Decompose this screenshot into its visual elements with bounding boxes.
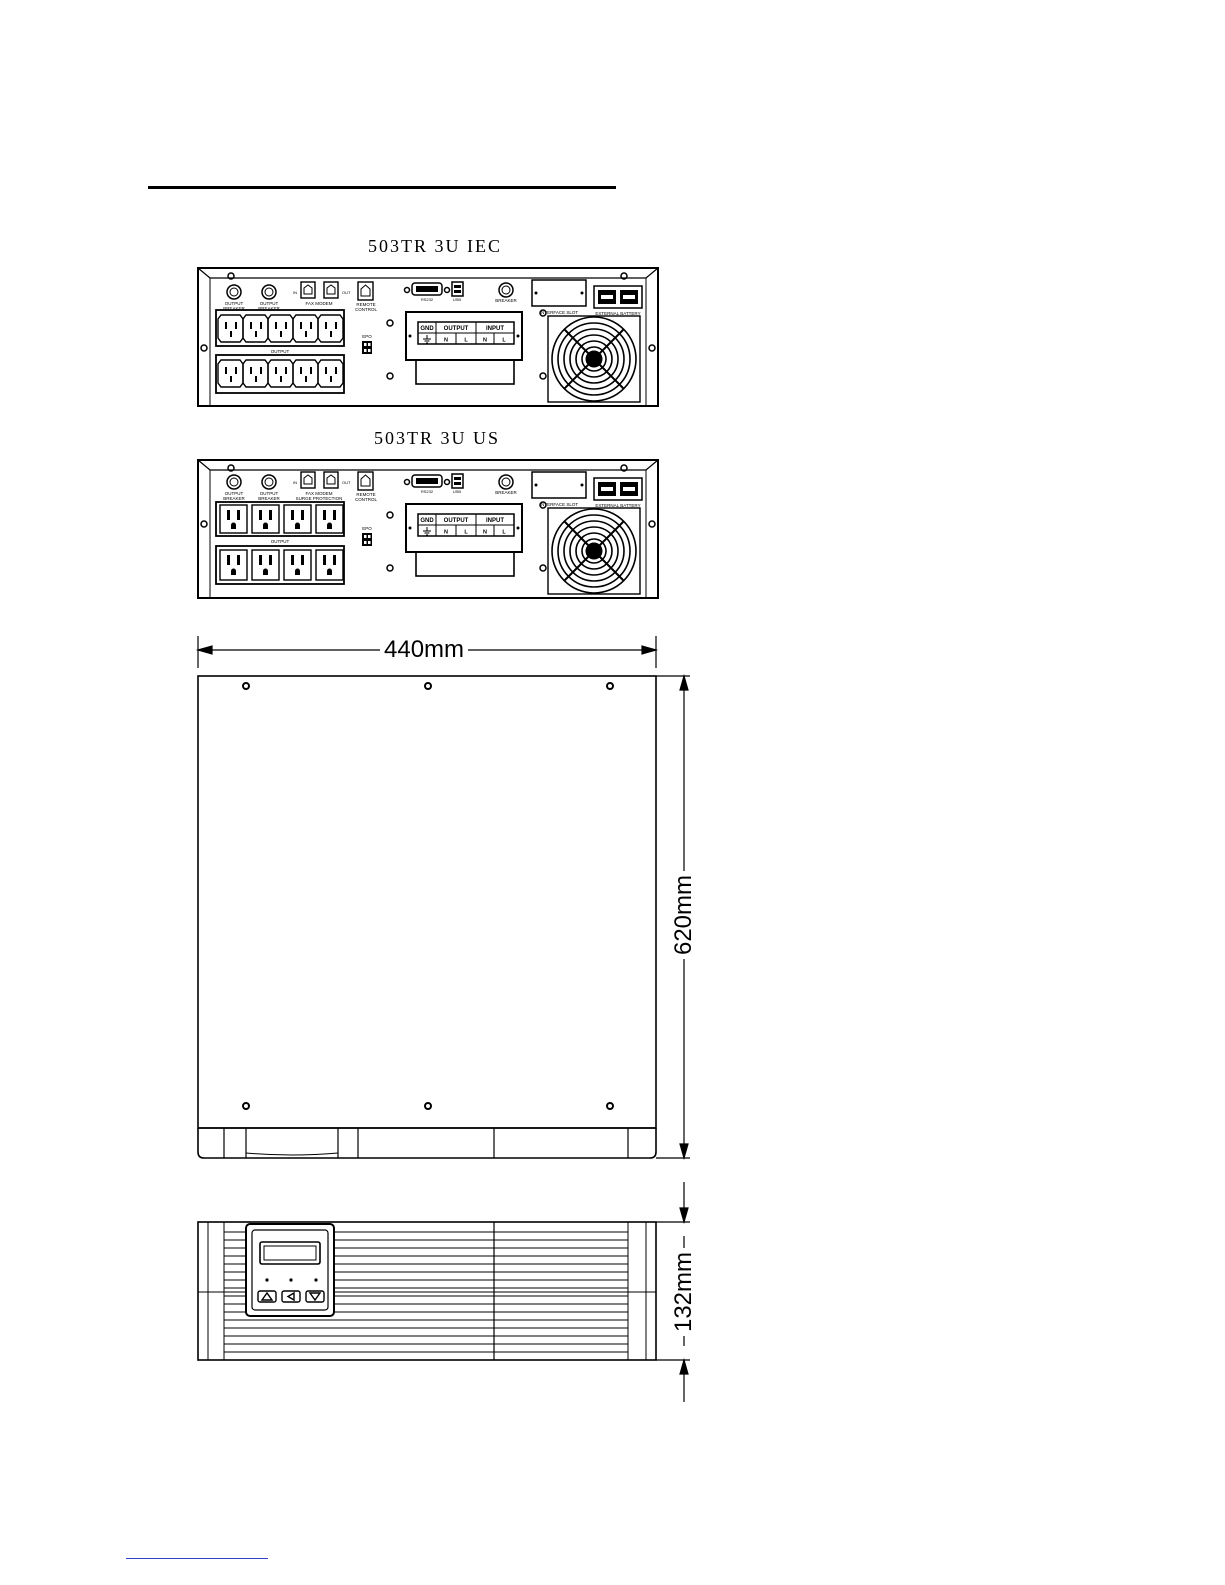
main-breaker-icon xyxy=(498,282,514,298)
svg-text:BREAKER: BREAKER xyxy=(258,306,280,311)
svg-text:L: L xyxy=(502,530,506,536)
remote-control-port-icon xyxy=(357,471,374,491)
svg-text:N: N xyxy=(444,530,448,536)
fax-out-port-icon xyxy=(323,281,339,299)
iec-panel-caption: 503TR 3U IEC xyxy=(368,236,502,256)
label-remote: REMOTE xyxy=(356,302,375,307)
label-output: OUTPUT xyxy=(271,539,290,544)
svg-text:L: L xyxy=(464,530,468,536)
svg-text:USB: USB xyxy=(453,297,462,302)
svg-text:BREAKER: BREAKER xyxy=(258,496,280,501)
label-output-breaker-2: OUTPUT xyxy=(260,301,279,306)
height-dimension-label: 132mm xyxy=(670,1247,698,1337)
label-surge-protection: SURGE PROTECTION xyxy=(296,496,343,501)
top-view-drawing xyxy=(195,636,690,1402)
svg-text:OUT: OUT xyxy=(342,480,351,485)
terminal-block-cover xyxy=(405,311,523,361)
iec-outlet-group-bottom xyxy=(215,354,345,394)
label-tb-input: INPUT xyxy=(486,326,504,332)
enter-button-icon xyxy=(281,1290,301,1303)
svg-text:USB: USB xyxy=(453,489,462,494)
label-output: OUTPUT xyxy=(271,349,290,354)
us-outlet-group-bottom xyxy=(215,545,345,585)
us-outlet-group-top xyxy=(215,501,345,537)
up-button-icon xyxy=(257,1290,277,1303)
iec-outlet-group-top xyxy=(215,309,345,347)
svg-text:BREAKER: BREAKER xyxy=(223,306,245,311)
usb-port-icon xyxy=(451,281,464,297)
svg-text:CONTROL: CONTROL xyxy=(355,497,377,502)
label-output-breaker-1: OUTPUT xyxy=(225,301,244,306)
terminal-block-cover xyxy=(405,503,523,553)
us-panel-caption: 503TR 3U US xyxy=(374,428,501,448)
epo-connector xyxy=(362,533,372,546)
top-view-chassis xyxy=(197,675,657,1159)
fax-in-port-icon xyxy=(300,281,316,299)
label-tb-input: INPUT xyxy=(486,518,504,524)
footnote-rule xyxy=(126,1558,268,1559)
svg-text:L: L xyxy=(502,338,506,344)
lcd-display xyxy=(259,1241,321,1265)
svg-text:RS232: RS232 xyxy=(421,297,434,302)
label-fax-modem: FAX MODEM xyxy=(305,491,332,496)
label-epo: EPO xyxy=(362,526,372,531)
header-rule xyxy=(148,186,616,189)
label-tb-output: OUTPUT xyxy=(444,518,469,524)
interface-slot xyxy=(531,471,587,499)
label-tb-output: OUTPUT xyxy=(444,326,469,332)
rs232-port-icon xyxy=(411,282,443,296)
svg-text:N: N xyxy=(444,338,448,344)
label-epo: EPO xyxy=(362,334,372,339)
svg-text:N: N xyxy=(483,338,487,344)
remote-control-port-icon xyxy=(357,281,374,301)
width-dimension-label: 440mm xyxy=(380,636,469,664)
us-rear-panel: OUTPUT BREAKER OUTPUT BREAKER IN OUT FAX… xyxy=(197,459,659,599)
label-interface-slot: INTERFACE SLOT xyxy=(540,502,579,507)
fan-grille-icon xyxy=(547,507,641,595)
rs232-port-icon xyxy=(411,474,443,488)
label-output-breaker-2: OUTPUT xyxy=(260,491,279,496)
output-breaker-1-icon xyxy=(226,284,242,300)
label-interface-slot: INTERFACE SLOT xyxy=(540,310,579,315)
svg-text:RS232: RS232 xyxy=(421,489,434,494)
iec-rear-panel: OUTPUT BREAKER OUTPUT BREAKER IN OUT FAX… xyxy=(197,267,659,407)
fax-in-port-icon xyxy=(300,471,316,489)
external-battery-connector xyxy=(593,285,643,309)
svg-text:IN: IN xyxy=(293,290,297,295)
svg-text:L: L xyxy=(464,338,468,344)
label-gnd: GND xyxy=(420,518,434,524)
label-breaker: BREAKER xyxy=(495,298,517,303)
ground-icon xyxy=(423,527,431,536)
interface-slot xyxy=(531,279,587,307)
led-indicators xyxy=(265,1278,318,1282)
svg-text:CONTROL: CONTROL xyxy=(355,307,377,312)
label-output-breaker-1: OUTPUT xyxy=(225,491,244,496)
fax-out-port-icon xyxy=(323,471,339,489)
svg-text:BREAKER: BREAKER xyxy=(223,496,245,501)
depth-dimension-label: 620mm xyxy=(670,870,698,960)
external-battery-connector xyxy=(593,477,643,501)
down-button-icon xyxy=(305,1290,325,1303)
svg-text:N: N xyxy=(483,530,487,536)
fan-grille-icon xyxy=(547,315,641,403)
front-vent-grille xyxy=(224,1231,628,1353)
svg-text:IN: IN xyxy=(293,480,297,485)
top-view-screws xyxy=(242,682,614,1110)
label-external-battery: EXTERNAL BATTERY xyxy=(595,503,640,508)
usb-port-icon xyxy=(451,473,464,489)
svg-text:OUT: OUT xyxy=(342,290,351,295)
height-dimension-line xyxy=(656,1182,690,1402)
main-breaker-icon xyxy=(498,474,514,490)
label-gnd: GND xyxy=(420,326,434,332)
epo-connector xyxy=(362,341,372,354)
label-fax-modem: FAX MODEM xyxy=(305,301,332,306)
label-external-battery: EXTERNAL BATTERY xyxy=(595,311,640,316)
label-breaker: BREAKER xyxy=(495,490,517,495)
output-breaker-2-icon xyxy=(261,474,277,490)
ground-icon xyxy=(423,335,431,344)
output-breaker-1-icon xyxy=(226,474,242,490)
label-remote: REMOTE xyxy=(356,492,375,497)
output-breaker-2-icon xyxy=(261,284,277,300)
